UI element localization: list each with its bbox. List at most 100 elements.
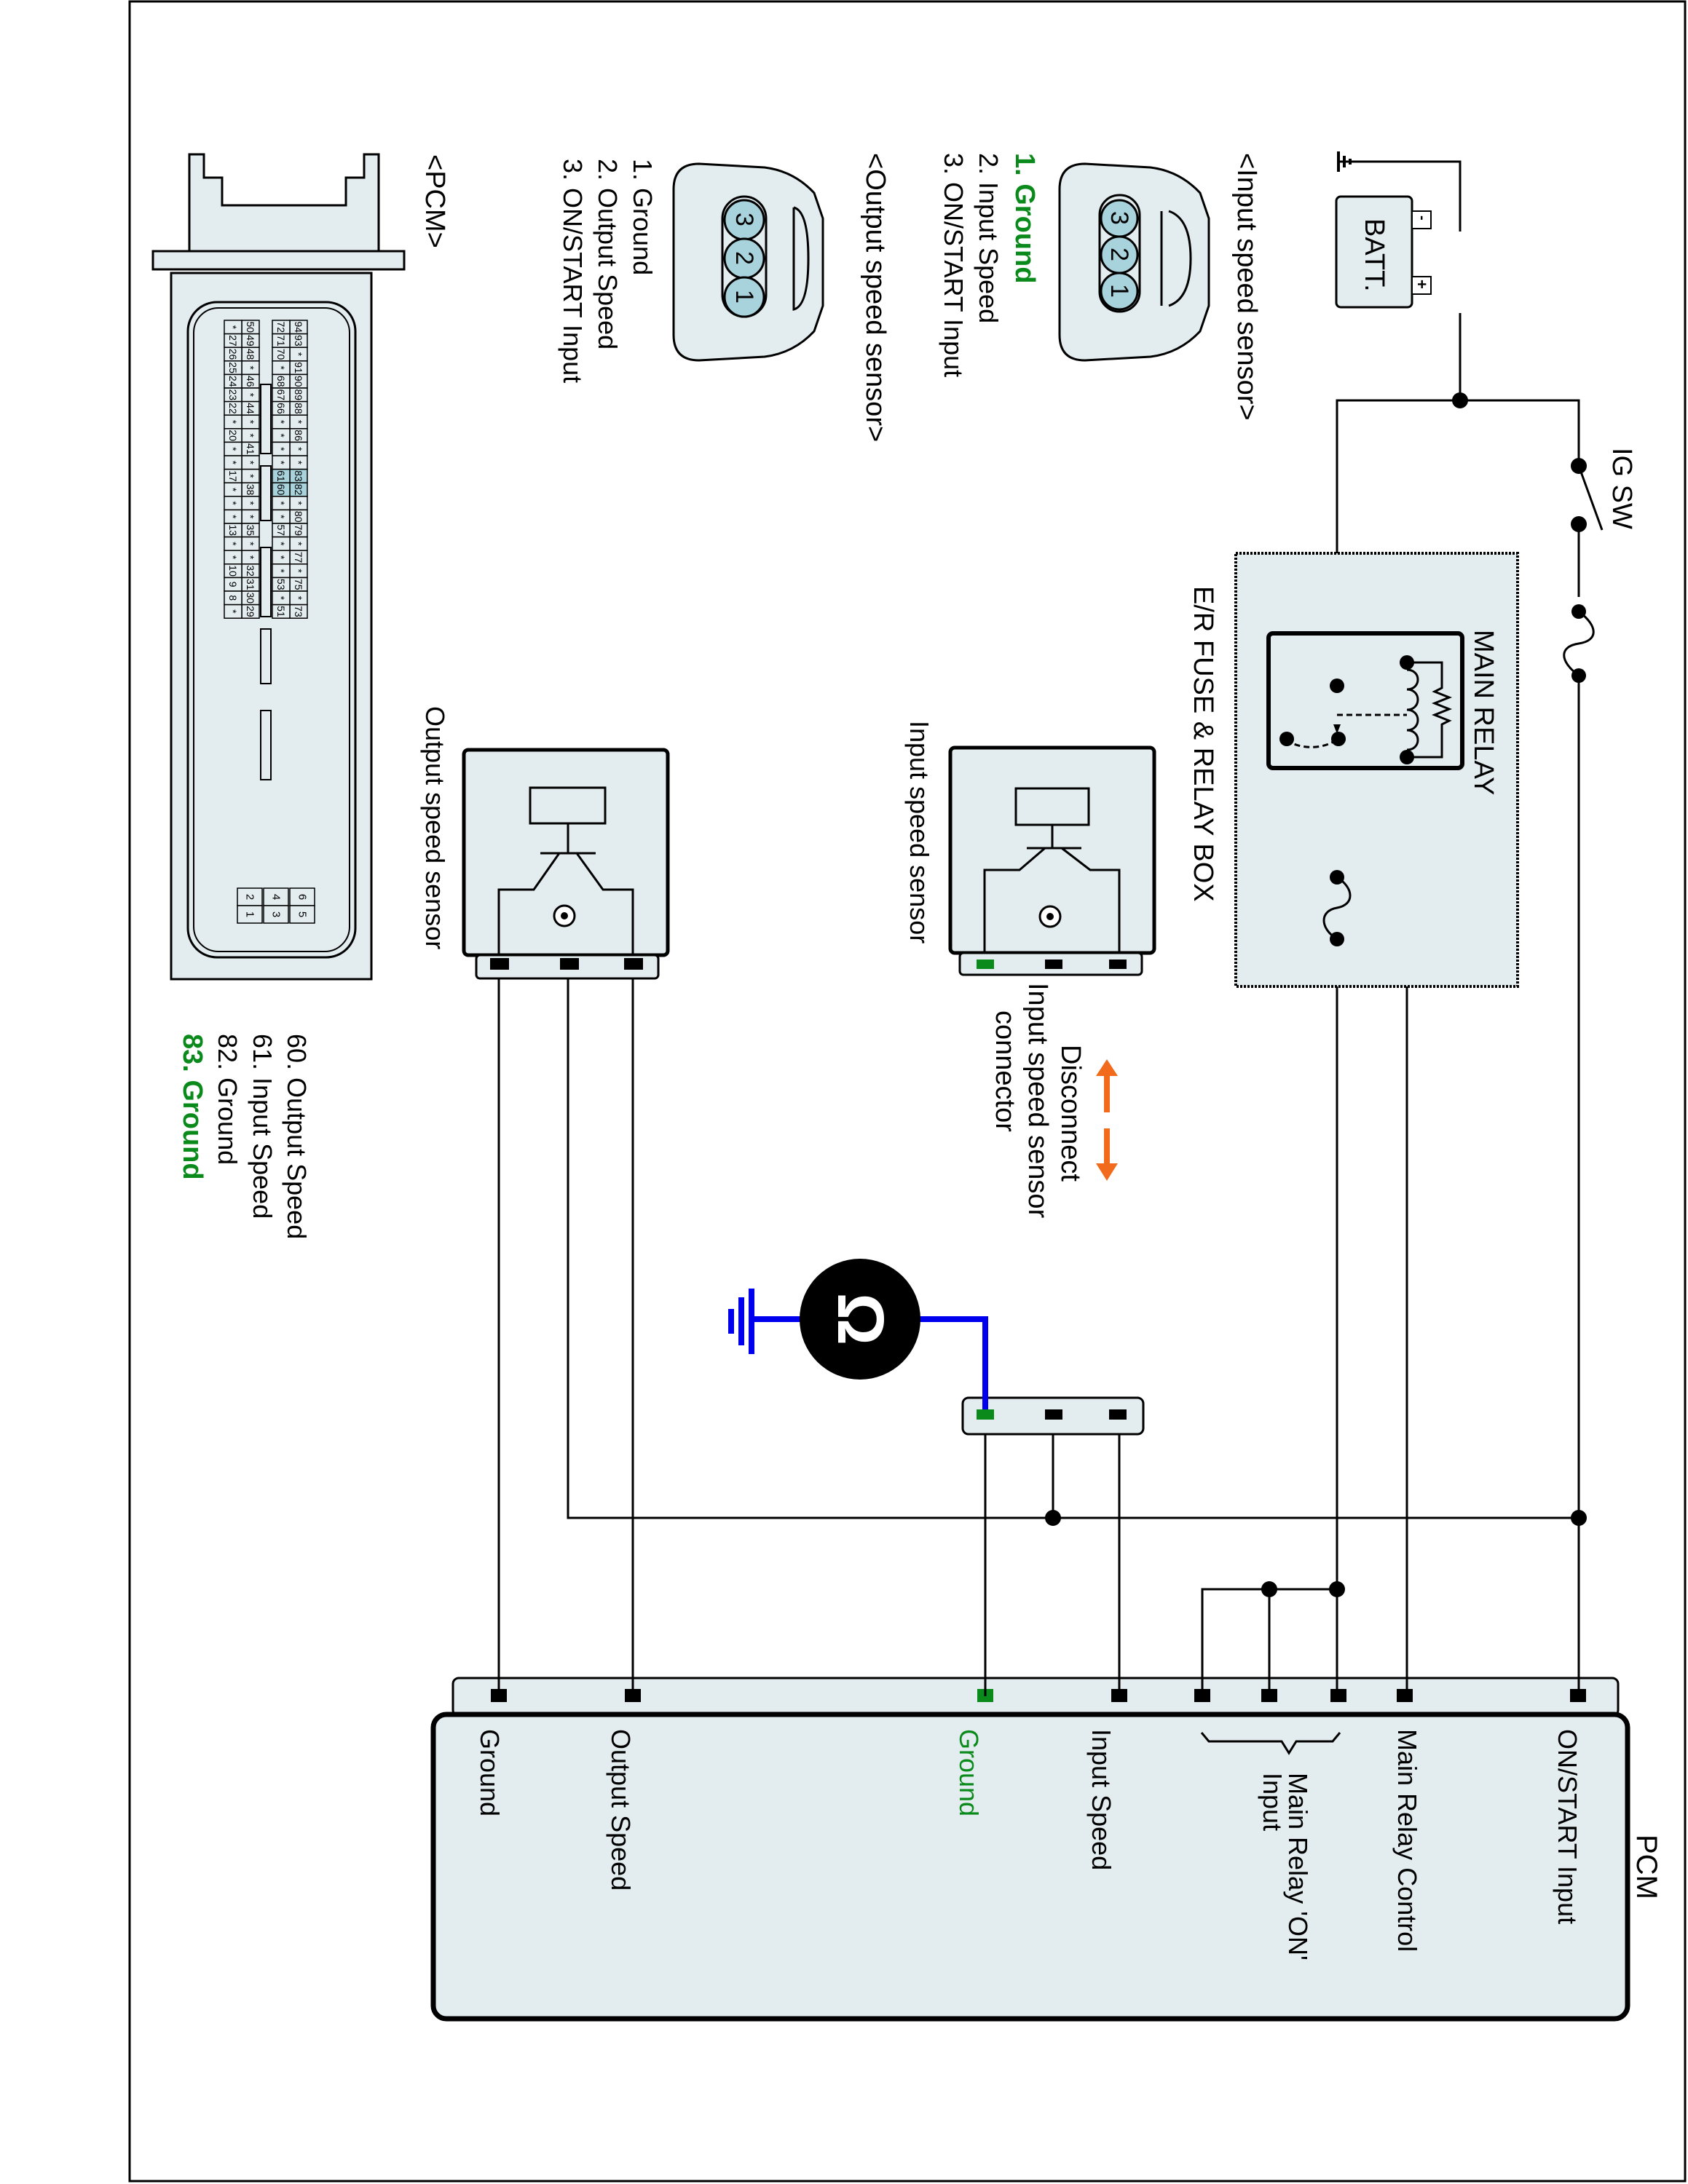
pcm-pin-number: 80 [293, 511, 304, 523]
wire-batt-to-igsw [1459, 313, 1580, 466]
disconnect-note: Disconnect Input speed sensor connector [990, 983, 1118, 1219]
disconnect-line3: connector [990, 1010, 1020, 1132]
transistor-emitter [497, 852, 561, 955]
brace-icon [1200, 1732, 1341, 1755]
battery-body [1335, 195, 1413, 309]
pcm-pin-cell [224, 604, 242, 619]
relay-arrow [1333, 724, 1341, 734]
pcm-key-bar [260, 384, 272, 454]
pcm-pin-number: * [227, 555, 239, 560]
pcm-terminal-main-relay-on: Main Relay 'ON' [1283, 1773, 1313, 1961]
disconnect-arrow-icon [1096, 1059, 1118, 1181]
relay-coil-icon [1406, 668, 1419, 751]
pcm-pin-number: 60 [275, 484, 287, 496]
input-connector-pin-label: 2 [1105, 248, 1133, 261]
pcm-terminal-ground: Ground [475, 1729, 505, 1816]
pcm-pin-number: 82 [293, 484, 304, 496]
switch-contact [1571, 516, 1587, 532]
pcm-pin-number: 24 [227, 376, 239, 387]
pcm-pin83-function: 83. Ground [177, 1034, 208, 1180]
input-speed-sensor: Input speed sensor [904, 721, 1156, 976]
output-sensor-connector-face: <Output speed sensor> 3 2 1 1. Ground 2.… [558, 153, 891, 442]
pcm-pin-number: 57 [275, 525, 287, 537]
pcm-power-pin-number: 3 [270, 911, 283, 917]
input-connector-pin3-function: 3. ON/START Input [939, 153, 969, 377]
input-sensor-label: Input speed sensor [904, 721, 934, 943]
input-sensor-pin [1109, 960, 1127, 969]
main-relay-frame [1266, 631, 1464, 770]
output-connector-pin [723, 276, 765, 318]
pcm-pin-number: * [275, 420, 287, 424]
input-connector-pin2-function: 2. Input Speed [974, 153, 1003, 323]
transistor-collector [1061, 847, 1121, 953]
pcm-pin-number: 32 [245, 565, 256, 577]
pcm-pin-number: * [227, 542, 239, 546]
pcm-pin-number: * [275, 501, 287, 505]
pcm-terminal-ground-highlighted: Ground [954, 1729, 984, 1816]
pcm-pin-number: * [275, 433, 287, 438]
battery: - + BATT. [1335, 195, 1432, 309]
junction-dot [1045, 1510, 1061, 1526]
input-sensor-pin-ground [977, 960, 994, 969]
disconnect-line1: Disconnect [1055, 1045, 1086, 1182]
pcm-pin-number: 83 [293, 470, 304, 482]
pcm-pin-number: * [275, 461, 287, 465]
junction-dot [1261, 1581, 1277, 1597]
pcm-pin-number: 66 [275, 403, 287, 414]
relay-contact [1330, 678, 1344, 693]
pcm-pin61-function: 61. Input Speed [248, 1034, 277, 1219]
pcm-pin-number: 38 [245, 484, 256, 496]
sensor-element [1014, 787, 1090, 826]
pcm-pin-number: * [293, 447, 304, 451]
fuse-icon [1563, 604, 1595, 683]
input-connector-title: <Input speed sensor> [1231, 153, 1262, 421]
output-sensor-pin [560, 958, 579, 970]
pcm-pin-number: * [293, 420, 304, 424]
input-connector-pin1-function: 1. Ground [1009, 153, 1040, 283]
pcm-pin-number: * [293, 596, 304, 601]
pcm-pin-number: 46 [245, 376, 256, 387]
wire-relay-on-bus [1201, 1588, 1337, 1696]
pcm-pin-number: 72 [275, 322, 287, 333]
meter-probe-lead [918, 1316, 988, 1409]
pcm-pin-number: 75 [293, 579, 304, 590]
output-speed-sensor: Output speed sensor [420, 706, 670, 980]
pcm-key-bar [260, 628, 272, 684]
pcm-pin-number: * [275, 365, 287, 370]
pcm-pin-number: * [245, 515, 256, 519]
pcm-pin-number: * [293, 542, 304, 546]
pcm-module: PCM ON/START Input Main Relay Control Ma… [430, 1677, 1663, 2022]
ground-icon [1337, 151, 1352, 172]
pcm-pin-number: 94 [293, 322, 304, 333]
wire-on-start-to-sensors [567, 962, 1579, 1519]
wire-batt-ground [1338, 160, 1462, 232]
pcm-pin-number: 27 [227, 335, 239, 347]
pcm-pin-number: 90 [293, 376, 304, 387]
pcm-pin-number: 29 [245, 606, 256, 617]
pcm-pin-number: 73 [293, 606, 304, 617]
pcm-power-pin-number: 2 [244, 894, 256, 900]
output-connector-pin3-function: 3. ON/START Input [558, 159, 588, 383]
pcm-pin-number: * [245, 542, 256, 546]
pcm-pin-number: 8 [227, 595, 239, 601]
pcm-pin-number: 51 [275, 606, 287, 617]
pcm-pin-number: 91 [293, 362, 304, 373]
pcm-pin82-function: 82. Ground [213, 1034, 242, 1165]
pcm-pin-number: * [245, 501, 256, 505]
harness-connector [961, 1396, 1145, 1436]
pcm-pin-number: * [245, 433, 256, 438]
pcm-key-bar [260, 710, 272, 780]
pcm-pin-number: 13 [227, 525, 239, 537]
pcm-pin60-function: 60. Output Speed [282, 1034, 312, 1239]
pcm-pin-number: * [245, 365, 256, 370]
pcm-pins [491, 1689, 1586, 1702]
pcm-pin-number: 30 [245, 593, 256, 604]
pcm-pin-number: 79 [293, 525, 304, 537]
pcm-power-pin-number: 4 [270, 894, 283, 900]
ignition-switch: IG SW [1571, 448, 1637, 532]
pcm-pin-number: * [227, 515, 239, 519]
pcm-pin-grid: 9493*91908988*86**8382*8079*77*75*737271… [224, 320, 315, 924]
pcm-pin-number: 35 [245, 525, 256, 537]
pcm-pin-number: 88 [293, 403, 304, 414]
